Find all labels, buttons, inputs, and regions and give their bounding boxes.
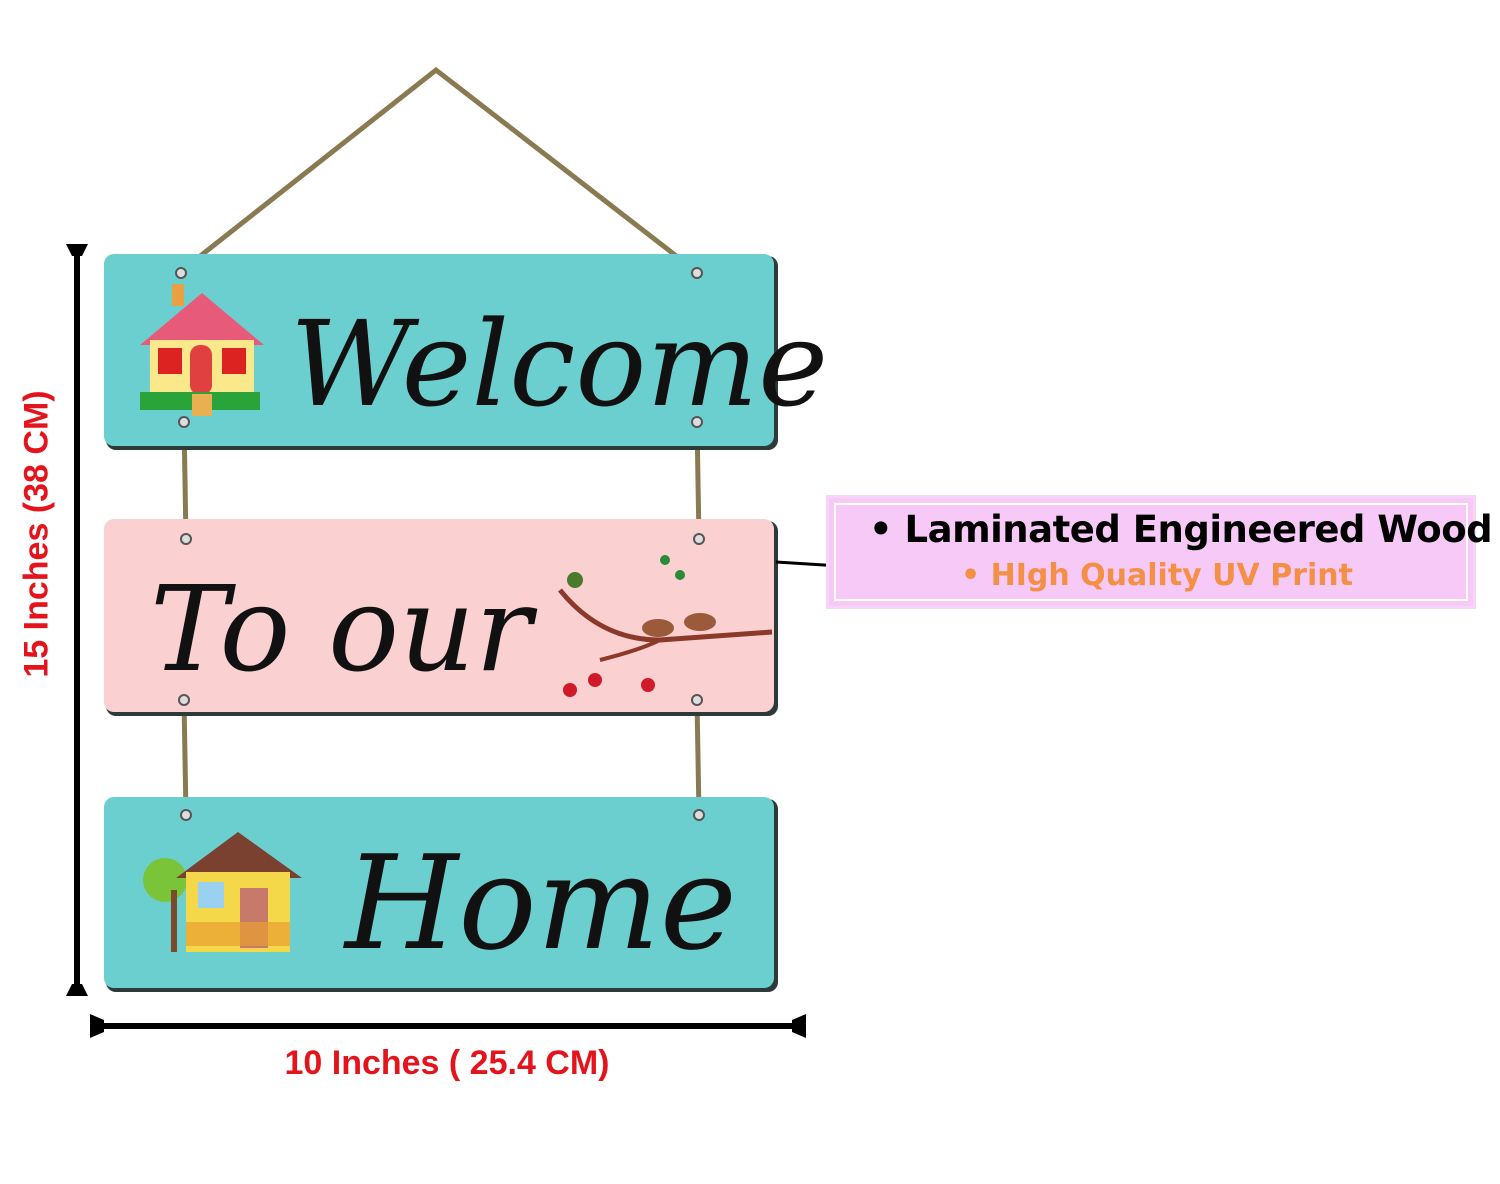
board-home: Home xyxy=(104,797,778,992)
height-dimension-line xyxy=(66,244,88,996)
board-text-to-our: To our xyxy=(150,560,538,698)
feature-text: HIgh Quality UV Print xyxy=(990,558,1353,593)
feature-item: • HIgh Quality UV Print xyxy=(961,558,1353,593)
features-callout: • Laminated Engineered Wood • HIgh Quali… xyxy=(826,495,1493,609)
width-dimension-line xyxy=(90,1014,806,1038)
house-with-tree-icon xyxy=(143,832,302,952)
hanging-rope xyxy=(178,66,699,274)
birds-on-branch-icon xyxy=(558,555,773,697)
board-to-our: To our xyxy=(104,519,778,716)
rope-holes xyxy=(175,267,705,821)
board-welcome: Welcome xyxy=(104,254,828,450)
feature-text: Laminated Engineered Wood xyxy=(904,508,1493,551)
house-icon xyxy=(140,284,264,416)
width-label: 10 Inches ( 25.4 CM) xyxy=(284,1044,610,1082)
board-text-welcome: Welcome xyxy=(290,295,828,433)
height-label: 15 Inches (38 CM) xyxy=(17,390,56,678)
board-text-home: Home xyxy=(343,827,737,979)
feature-item: • Laminated Engineered Wood xyxy=(869,508,1493,551)
